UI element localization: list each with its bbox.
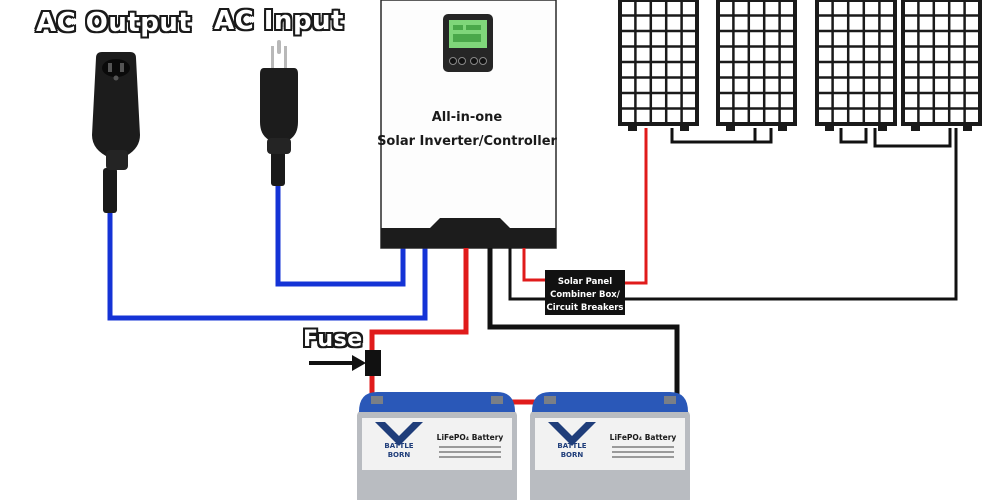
solar-positive-wire [522,248,546,282]
inverter: All-in-one Solar Inverter/Controller [377,0,558,249]
ac-input-plug [260,40,298,186]
solar-negative-wire [508,128,958,301]
battery-brand-line1: BATTLE [557,442,586,450]
fuse-arrow-icon [352,355,366,371]
battery-brand-line2: BORN [388,451,411,459]
combiner-label-line2: Combiner Box/ [550,290,621,300]
battery-negative-wire [487,248,680,400]
panel-link-4 [873,128,952,148]
ac-wires [107,178,428,321]
battle-born-logo-icon [375,422,423,446]
solar-array-positive-wire [625,128,648,285]
battle-born-logo-icon [548,422,596,446]
panel-link-1 [670,128,773,144]
ac-input-label: AC Input [214,6,344,36]
combiner-label-line3: Circuit Breakers [547,303,624,313]
battery-model-label: LiFePO₄ Battery [437,433,504,442]
ac-output-plug [92,52,140,213]
solar-panels [618,0,982,131]
inverter-label-line2: Solar Inverter/Controller [377,134,557,149]
solar-panel [716,0,797,131]
combiner-label-line1: Solar Panel [558,277,612,287]
solar-panel [618,0,699,131]
battery-brand-line1: BATTLE [384,442,413,450]
panel-link-3 [839,128,868,144]
inverter-label-line1: All-in-one [432,110,503,125]
ac-output-label: AC Output [36,8,192,38]
fuse [309,350,381,376]
ac-output-wire [107,205,428,321]
fuse-label: Fuse [303,327,363,352]
battery-brand-line2: BORN [561,451,584,459]
ac-input-wire [275,178,406,287]
solar-panel [815,0,897,131]
solar-panel [901,0,982,131]
battery-positive-wire [369,248,469,400]
battery-model-label: LiFePO₄ Battery [610,433,677,442]
combiner-box: Solar Panel Combiner Box/ Circuit Breake… [545,270,625,315]
